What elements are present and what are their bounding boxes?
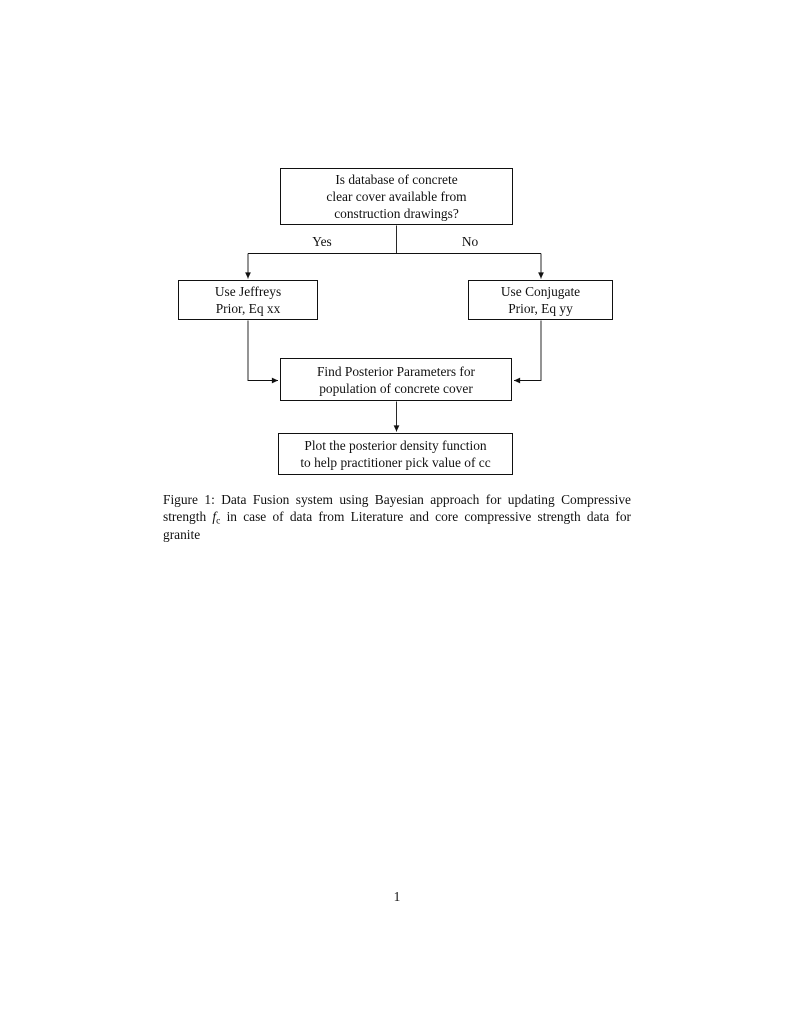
edge-label-yes: Yes bbox=[312, 234, 332, 249]
page-number: 1 bbox=[393, 889, 401, 904]
edge-label-no: No bbox=[461, 234, 479, 249]
node-jeffreys-label: Use Jeffreys Prior, Eq xx bbox=[214, 284, 282, 316]
figure-caption: Figure 1: Data Fusion system using Bayes… bbox=[163, 491, 631, 543]
connector-branch-stem bbox=[248, 225, 541, 254]
connector-conjugate-to-posterior bbox=[514, 320, 542, 384]
flowchart-node-start: Is database of concrete clear cover avai… bbox=[280, 168, 513, 225]
node-start-label: Is database of concrete clear cover avai… bbox=[326, 172, 467, 221]
flowchart-node-plot-density: Plot the posterior density function to h… bbox=[278, 433, 513, 475]
connector-jeffreys-to-posterior bbox=[247, 320, 278, 384]
caption-math-subscript-c: c bbox=[216, 515, 221, 527]
caption-math-f: f bbox=[212, 509, 217, 525]
flowchart-node-posterior-parameters: Find Posterior Parameters for population… bbox=[280, 358, 512, 401]
caption-text-tail: in case of data from Literature and core… bbox=[163, 509, 631, 542]
caption-text-lead: Figure 1: Data Fusion system using Bayes… bbox=[163, 492, 631, 525]
flowchart-node-conjugate-prior: Use Conjugate Prior, Eq yy bbox=[468, 280, 613, 320]
node-plot-label: Plot the posterior density function to h… bbox=[300, 438, 491, 470]
node-posterior-label: Find Posterior Parameters for population… bbox=[316, 363, 476, 396]
flowchart-node-jeffreys-prior: Use Jeffreys Prior, Eq xx bbox=[178, 280, 318, 320]
node-conjugate-label: Use Conjugate Prior, Eq yy bbox=[500, 284, 581, 316]
